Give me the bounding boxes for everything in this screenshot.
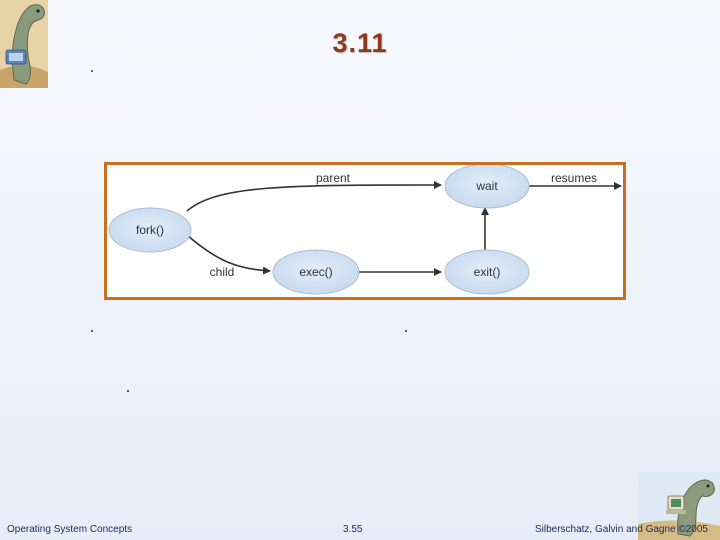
footer-course-title: Operating System Concepts (7, 524, 133, 535)
node-wait: wait (444, 165, 530, 209)
node-exec-label: exec() (299, 265, 332, 279)
stray-dot (91, 70, 93, 72)
node-exit-label: exit() (474, 265, 501, 279)
process-diagram: fork() wait exec() exit() parent child r… (104, 162, 626, 300)
edge-label-resumes: resumes (551, 171, 597, 185)
stray-dot (91, 330, 93, 332)
edge-fork-to-exec (186, 234, 271, 275)
node-fork: fork() (108, 207, 192, 253)
dinosaur-computer-icon (638, 472, 720, 540)
edge-fork-to-wait (186, 181, 442, 212)
stray-dot (405, 330, 407, 332)
slide-title: 3.11 (332, 28, 388, 58)
footer-copyright: Silberschatz, Galvin and Gagne ©2005 (534, 524, 708, 535)
dinosaur-logo-icon (0, 0, 48, 88)
node-fork-label: fork() (136, 223, 164, 237)
node-exit: exit() (444, 249, 530, 295)
footer-page-number: 3.55 (343, 524, 363, 535)
diagram-canvas: fork() wait exec() exit() parent child r… (108, 165, 622, 295)
edge-label-child: child (210, 265, 235, 279)
node-exec: exec() (272, 249, 360, 295)
node-wait-label: wait (475, 179, 498, 193)
edge-label-parent: parent (316, 171, 351, 185)
stray-dot (127, 390, 129, 392)
